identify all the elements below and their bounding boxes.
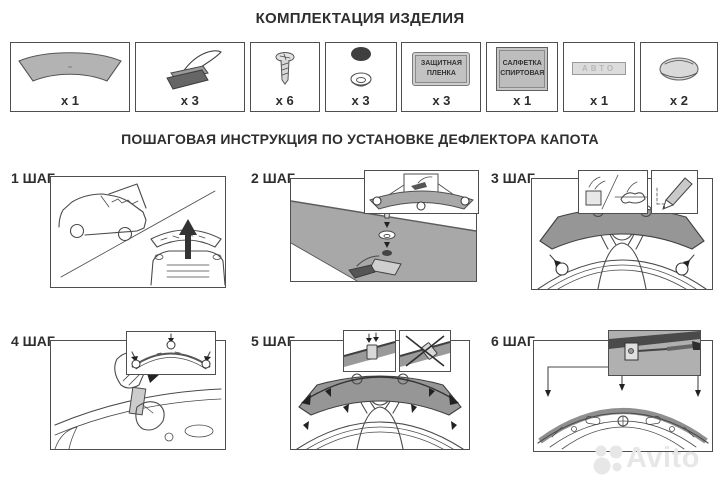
step-3-label: 3 ШАГ [491, 170, 535, 186]
avito-watermark-text: Avito [626, 442, 700, 474]
step-6-illustration [537, 342, 709, 450]
kit-item-screw: x 6 [249, 42, 320, 112]
step-2-illustration [291, 181, 476, 281]
step-5-inset-wrong-illustration [400, 335, 450, 367]
step-2-inset-clip-positions [364, 170, 479, 214]
step-4-label: 4 ШАГ [11, 333, 55, 349]
step-2-label: 2 ШАГ [251, 170, 295, 186]
cross-out-icon [405, 335, 445, 367]
kit-item-clip: x 3 [134, 42, 245, 112]
cap-and-washer-icon [349, 47, 372, 87]
step-6-inset-illustration [609, 331, 700, 375]
step-4-inset-illustration [131, 333, 211, 370]
kit-qty: x 6 [275, 93, 294, 108]
step-5-label: 5 ШАГ [251, 333, 295, 349]
avito-watermark: Avito [592, 441, 700, 475]
alcohol-wipe-icon: САЛФЕТКА СПИРТОВАЯ [496, 46, 549, 91]
kit-qty: x 1 [60, 93, 80, 108]
step-5-illustration [296, 373, 464, 449]
protective-film-icon: ЗАЩИТНАЯ ПЛЕНКА [412, 51, 471, 86]
step-1-label: 1 ШАГ [11, 170, 55, 186]
step-5-inset-wrong [399, 330, 451, 372]
step-3-inset-wipe-illustration [585, 174, 647, 210]
step-6-label: 6 ШАГ [491, 333, 535, 349]
wipe-label-line1: САЛФЕТКА [502, 60, 542, 68]
kit-item-cap-washer: x 3 [324, 42, 397, 112]
film-label-line1: ЗАЩИТНАЯ [420, 60, 462, 68]
step-5-inset-correct [343, 330, 396, 372]
step-6-inset-screwing [608, 330, 701, 376]
kit-row: x 1 x 3 [10, 42, 718, 112]
step-5-inset-correct-illustration [344, 332, 395, 367]
kit-item-protective-film: ЗАЩИТНАЯ ПЛЕНКА x 3 [401, 42, 482, 112]
mounting-clip-icon [166, 49, 222, 90]
emblem-label: АВТО [581, 63, 617, 73]
step-1-box [50, 176, 226, 288]
wipe-label-line2: СПИРТОВАЯ [500, 69, 545, 77]
film-label-line2: ПЛЕНКА [426, 69, 456, 77]
kit-qty: x 1 [513, 93, 532, 108]
kit-qty: x 2 [669, 93, 688, 108]
kit-qty: x 3 [180, 93, 199, 108]
step-3-inset-pencil-illustration [656, 177, 693, 210]
kit-item-gel-pad: x 2 [639, 42, 718, 112]
kit-qty: x 3 [351, 93, 370, 108]
step-2-inset-illustration [369, 173, 474, 211]
avto-emblem-icon: АВТО [572, 62, 627, 75]
step-3-inset-wipe [578, 170, 648, 214]
avito-logo-icon [593, 445, 623, 475]
step-3-inset-pencil [651, 170, 698, 214]
hood-deflector-icon [18, 51, 122, 82]
kit-item-emblem: АВТО x 1 [563, 42, 636, 112]
kit-qty: x 3 [432, 93, 451, 108]
kit-item-alcohol-wipe: САЛФЕТКА СПИРТОВАЯ x 1 [486, 42, 559, 112]
step-4-inset-points [126, 331, 216, 375]
gel-pad-icon [659, 56, 699, 81]
kit-title: КОМПЛЕКТАЦИЯ ИЗДЕЛИЯ [255, 10, 465, 27]
kit-item-deflector: x 1 [10, 42, 130, 112]
instructions-title: ПОШАГОВАЯ ИНСТРУКЦИЯ ПО УСТАНОВКЕ ДЕФЛЕК… [121, 131, 599, 147]
kit-qty: x 1 [590, 93, 609, 108]
step-1-illustration [58, 183, 225, 286]
screw-icon [275, 51, 295, 85]
up-arrow-icon [179, 219, 197, 259]
step-3-illustration [537, 204, 707, 289]
